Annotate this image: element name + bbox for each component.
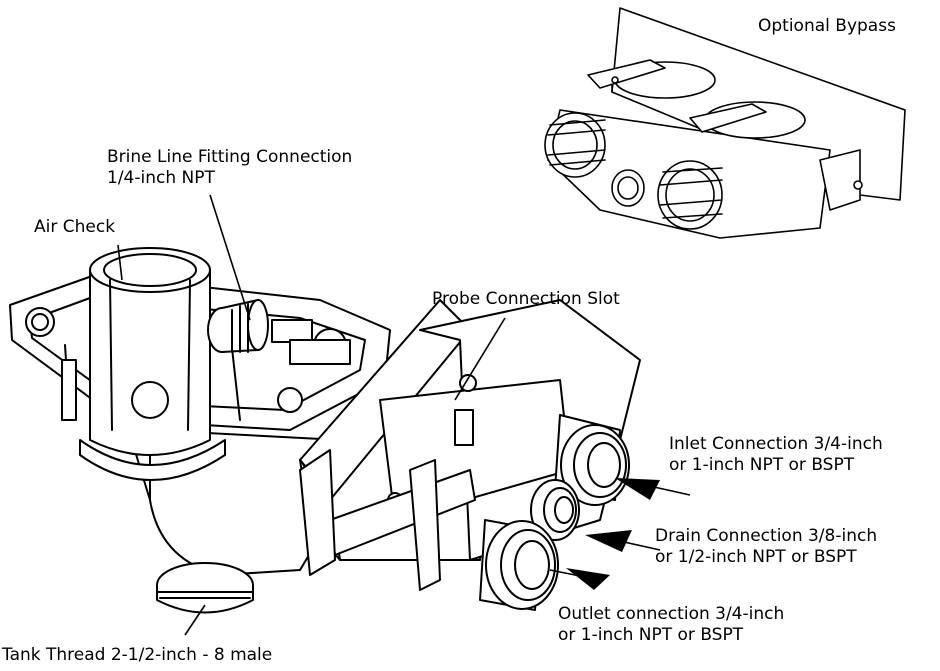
label-brine-line: Brine Line Fitting Connection 1/4-inch N… xyxy=(107,147,353,188)
brine-leader xyxy=(209,194,251,321)
inlet-arrow xyxy=(615,478,660,500)
outlet-arrow xyxy=(566,568,610,590)
outlet-port-drawing xyxy=(479,519,559,611)
arrowheads xyxy=(566,478,660,590)
inlet-port-drawing xyxy=(554,414,630,506)
label-probe-slot: Probe Connection Slot xyxy=(432,289,620,309)
brine-fitting-drawing xyxy=(207,299,351,365)
label-outlet: Outlet connection 3/4-inch or 1-inch NPT… xyxy=(558,604,785,645)
label-inlet: Inlet Connection 3/4-inch or 1-inch NPT … xyxy=(669,434,883,475)
air-check-leader xyxy=(117,244,123,281)
drain-arrow xyxy=(585,530,632,552)
label-drain: Drain Connection 3/8-inch or 1/2-inch NP… xyxy=(655,526,878,567)
label-air-check: Air Check xyxy=(34,217,116,237)
label-tank-thread: Tank Thread 2-1/2-inch - 8 male xyxy=(2,645,273,665)
air-check-drawing xyxy=(79,247,226,481)
bypass-port-left xyxy=(544,112,606,178)
bypass-drawing xyxy=(544,7,906,239)
label-optional-bypass: Optional Bypass xyxy=(758,16,896,36)
bypass-port-right xyxy=(657,160,723,230)
drain-port-drawing xyxy=(530,479,580,541)
tank-thread-leader xyxy=(184,604,206,636)
probe-leader xyxy=(454,317,506,401)
